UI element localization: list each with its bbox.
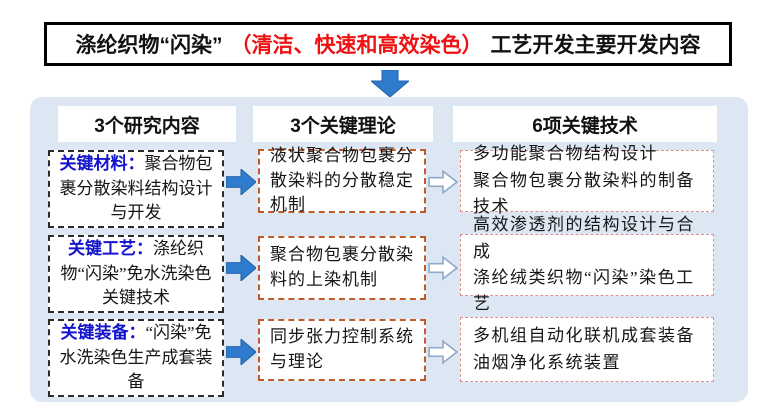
- down-arrow-icon: [371, 70, 409, 97]
- theory-text: 同步张力控制系统与理论: [270, 327, 414, 371]
- theory-box-dyeing: 聚合物包裹分散染料的上染机制: [258, 236, 426, 300]
- tech-line: 多功能聚合物结构设计: [473, 144, 658, 164]
- research-text: 聚合物包裹分散染料结构设计与开发: [59, 154, 213, 223]
- research-text: 涤纶织物“闪染”免水洗染色关键技术: [60, 239, 212, 308]
- tech-box-process: 高效渗透剂的结构设计与合成 涤纶绒类织物“闪染”染色工艺: [460, 215, 714, 313]
- tech-box-equipment: 多机组自动化联机成套装备 油烟净化系统装置: [460, 317, 714, 382]
- theory-box-dispersion: 液状聚合物包裹分散染料的分散稳定机制: [258, 146, 426, 214]
- theory-box-tension: 同步张力控制系统与理论: [258, 319, 426, 381]
- column-header-theory: 3个关键理论: [253, 106, 433, 142]
- title-bar: 涤纶织物“闪染” （清洁、快速和高效染色） 工艺开发主要开发内容: [44, 22, 732, 66]
- title-part-red: （清洁、快速和高效染色）: [230, 34, 483, 57]
- research-box-equipment: 关键装备：“闪染”免水洗染色生产成套装备: [48, 319, 224, 397]
- tech-line: 高效渗透剂的结构设计与合成: [473, 215, 695, 261]
- column-header-research: 3个研究内容: [58, 106, 236, 142]
- right-arrow-hollow-icon: [428, 339, 458, 365]
- title-part-2: 工艺开发主要开发内容: [490, 34, 701, 57]
- theory-text: 聚合物包裹分散染料的上染机制: [270, 245, 414, 289]
- research-label: 关键材料：: [59, 154, 145, 174]
- right-arrow-hollow-icon: [428, 169, 458, 195]
- right-arrow-solid-icon: [226, 255, 256, 281]
- research-text: “闪染”免水洗染色生产成套装备: [59, 323, 213, 392]
- column-header-technology: 6项关键技术: [453, 106, 717, 142]
- research-label: 关键工艺：: [68, 239, 153, 259]
- right-arrow-solid-icon: [226, 169, 256, 195]
- right-arrow-solid-icon: [226, 339, 256, 365]
- content-panel: 3个研究内容 3个关键理论 6项关键技术 关键材料：聚合物包裹分散染料结构设计与…: [30, 97, 748, 402]
- theory-text: 液状聚合物包裹分散染料的分散稳定机制: [270, 146, 414, 215]
- research-label: 关键装备：: [60, 323, 146, 343]
- title-part-1: 涤纶织物“闪染”: [75, 34, 223, 57]
- research-box-materials: 关键材料：聚合物包裹分散染料结构设计与开发: [48, 150, 224, 228]
- tech-line: 油烟净化系统装置: [473, 352, 621, 372]
- tech-line: 多机组自动化联机成套装备: [473, 326, 695, 346]
- right-arrow-hollow-icon: [428, 255, 458, 281]
- tech-box-materials: 多功能聚合物结构设计 聚合物包裹分散染料的制备技术: [460, 144, 714, 216]
- tech-line: 聚合物包裹分散染料的制备技术: [473, 170, 695, 217]
- research-box-process: 关键工艺：涤纶织物“闪染”免水洗染色关键技术: [48, 235, 224, 313]
- tech-line: 涤纶绒类织物“闪染”染色工艺: [473, 268, 695, 314]
